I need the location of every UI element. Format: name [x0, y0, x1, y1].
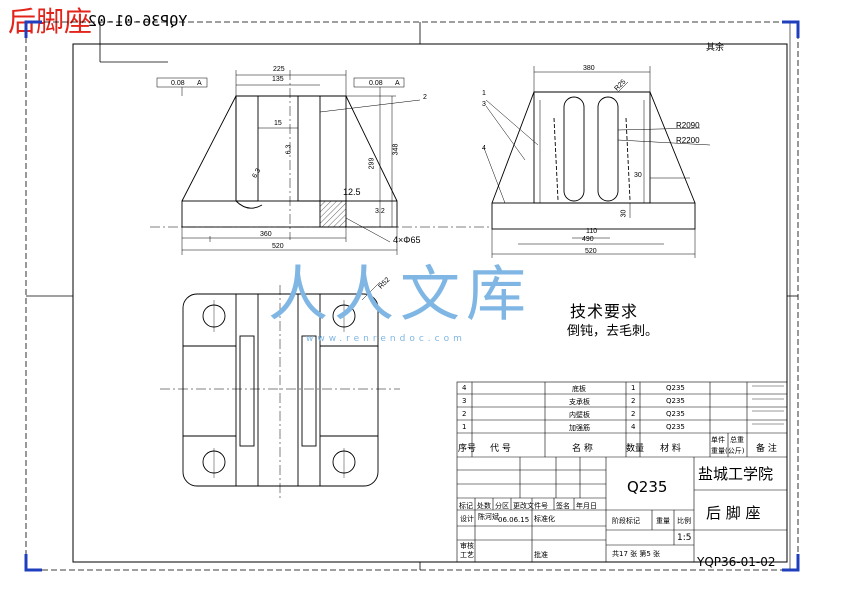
parts-no-2: 2 — [462, 410, 467, 418]
dim-12.5: 12.5 — [343, 187, 361, 197]
hdr-no: 序号 — [458, 444, 477, 454]
parts-no-1: 1 — [462, 423, 467, 431]
designer-name: 陈河斌 — [478, 513, 499, 521]
rev-hdr-file: 更改文件号 — [513, 502, 548, 510]
dim-520-side: 520 — [585, 248, 597, 255]
dim-110: 110 — [586, 228, 598, 235]
tol-value-right: 0.08 — [369, 80, 383, 87]
rev-hdr-date: 年月日 — [576, 502, 597, 510]
dim-6.3: 6.3 — [285, 144, 293, 155]
title-drawing-no: YQP36-01-02 — [697, 555, 776, 569]
roughness-note: 其余 — [706, 43, 725, 53]
dim-520: 520 — [272, 243, 284, 250]
scale-value: 1:5 — [677, 533, 692, 543]
dim-15: 15 — [274, 120, 282, 127]
leader-4: 4 — [482, 145, 486, 152]
parts-mat-3: Q235 — [666, 397, 685, 405]
hdr-weight-unit: 重量(公斤) — [711, 447, 745, 455]
leader-2: 2 — [423, 94, 427, 101]
hdr-name: 名 称 — [572, 444, 593, 454]
title-part-name: 后 脚 座 — [706, 504, 761, 522]
parts-no-3: 3 — [462, 397, 467, 405]
label-process: 工艺 — [460, 551, 474, 559]
parts-no-4: 4 — [462, 384, 467, 392]
tech-requirements-title: 技术要求 — [570, 302, 639, 321]
dim-360: 360 — [260, 231, 272, 238]
parts-mat-2: Q235 — [666, 410, 685, 418]
parts-mat-1: Q235 — [666, 423, 685, 431]
parts-mat-4: Q235 — [666, 384, 685, 392]
dim-490: 490 — [582, 236, 594, 243]
dim-30-a: 30 — [634, 172, 642, 179]
parts-qty-2: 2 — [631, 410, 636, 418]
tech-requirements-text: 倒钝，去毛刺。 — [567, 324, 659, 339]
dim-3.2: 3.2 — [375, 208, 385, 215]
dim-225: 225 — [273, 66, 285, 73]
side-view — [491, 91, 696, 230]
dim-4x-phi65: 4×Φ65 — [393, 235, 421, 245]
rev-hdr-mark: 标记 — [459, 502, 473, 510]
label-stage: 阶段标记 — [612, 517, 640, 525]
label-scale: 比例 — [677, 517, 691, 525]
hdr-material: 材 料 — [660, 444, 681, 454]
tol-datum-left: A — [197, 80, 202, 87]
parts-qty-4: 1 — [631, 384, 636, 392]
parts-name-3: 支承板 — [569, 398, 590, 406]
dim-348: 348 — [392, 143, 400, 156]
label-design: 设计 — [460, 515, 474, 523]
rev-hdr-count: 处数 — [477, 502, 491, 510]
dim-135: 135 — [272, 76, 284, 83]
top-view — [160, 281, 400, 500]
watermark-url: www.renrendoc.com — [306, 334, 466, 344]
label-standardization: 标准化 — [534, 515, 555, 523]
title-school: 盐城工学院 — [698, 465, 774, 483]
dim-380: 380 — [583, 65, 595, 72]
dim-r2200: R2200 — [676, 136, 700, 145]
overlay-title: 后脚座 — [8, 5, 93, 38]
hdr-remark: 备 注 — [756, 444, 777, 454]
label-review: 审核 — [460, 542, 474, 550]
tol-datum-right: A — [395, 80, 400, 87]
tol-value-left: 0.08 — [171, 80, 185, 87]
dim-r2090: R2090 — [676, 121, 700, 130]
leader-3: 3 — [482, 101, 486, 108]
front-view — [150, 70, 490, 240]
parts-name-2: 内壁板 — [569, 411, 590, 419]
dim-299: 299 — [368, 157, 376, 170]
hdr-qty: 数量 — [626, 444, 645, 454]
design-date: 06.06.15 — [498, 516, 530, 524]
dim-30-b: 30 — [620, 209, 628, 218]
leader-1: 1 — [482, 90, 486, 97]
label-approve: 批准 — [534, 551, 548, 559]
hdr-unit-weight: 单件 — [711, 436, 725, 444]
label-weight: 重量 — [656, 517, 670, 525]
parts-name-1: 加强筋 — [569, 424, 590, 432]
parts-qty-3: 2 — [631, 397, 636, 405]
hdr-code: 代 号 — [490, 444, 511, 454]
watermark-text: 人人文库 — [268, 260, 532, 330]
rev-hdr-zone: 分区 — [495, 502, 509, 510]
title-block-grid — [456, 381, 788, 563]
rev-hdr-sign: 签名 — [556, 502, 570, 510]
hdr-total-weight: 总重 — [730, 436, 744, 444]
parts-name-4: 底板 — [572, 385, 586, 393]
parts-qty-1: 4 — [631, 423, 636, 431]
title-material: Q235 — [627, 478, 668, 496]
sheet-count: 共17 张 第5 张 — [612, 550, 661, 558]
